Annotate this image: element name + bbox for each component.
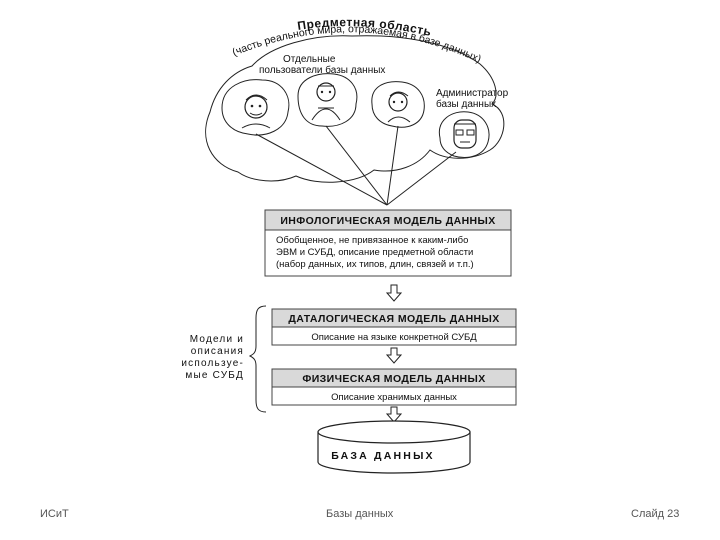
physical-desc: Описание хранимых данных <box>331 392 457 403</box>
infological-title: ИНФОЛОГИЧЕСКАЯ МОДЕЛЬ ДАННЫХ <box>280 215 495 227</box>
datalogical-desc: Описание на языке конкретной СУБД <box>311 332 477 343</box>
infological-desc-line2: ЭВМ и СУБД, описание предметной области <box>276 247 473 258</box>
side-label-line4: мые СУБД <box>185 370 244 381</box>
infological-desc-line3: (набор данных, их типов, длин, связей и … <box>276 259 474 270</box>
footer-center: Базы данных <box>326 508 393 520</box>
database-cylinder-icon <box>318 421 470 473</box>
connector-lines <box>256 126 456 205</box>
footer-right: Слайд 23 <box>631 508 679 520</box>
side-bracket <box>250 306 266 412</box>
database-label: БАЗА ДАННЫХ <box>331 450 435 462</box>
side-label-line2: описания <box>191 346 244 357</box>
user-2-avatar <box>298 74 357 127</box>
down-arrow-icon <box>387 285 401 301</box>
user-3-avatar <box>372 82 424 128</box>
infological-desc-line1: Обобщенное, не привязанное к каким-либо <box>276 235 468 246</box>
admin-label-line2: базы данных <box>436 98 496 110</box>
admin-avatar <box>439 112 489 158</box>
physical-title: ФИЗИЧЕСКАЯ МОДЕЛЬ ДАННЫХ <box>302 373 485 385</box>
side-label: Модели и описания используе- мые СУБД <box>181 334 244 381</box>
footer-left: ИСиТ <box>40 508 69 520</box>
datalogical-title: ДАТАЛОГИЧЕСКАЯ МОДЕЛЬ ДАННЫХ <box>288 313 499 325</box>
down-arrow-icon <box>387 407 401 422</box>
side-label-line1: Модели и <box>190 334 244 345</box>
user-1-avatar <box>222 80 289 135</box>
side-label-line3: используе- <box>181 358 244 369</box>
users-label-line1: Отдельные <box>283 54 336 65</box>
admin-label-line1: Администратор <box>436 88 509 99</box>
down-arrow-icon <box>387 348 401 363</box>
cloud-subtitle: (часть реального мира, отражаемая в базе… <box>231 23 483 65</box>
